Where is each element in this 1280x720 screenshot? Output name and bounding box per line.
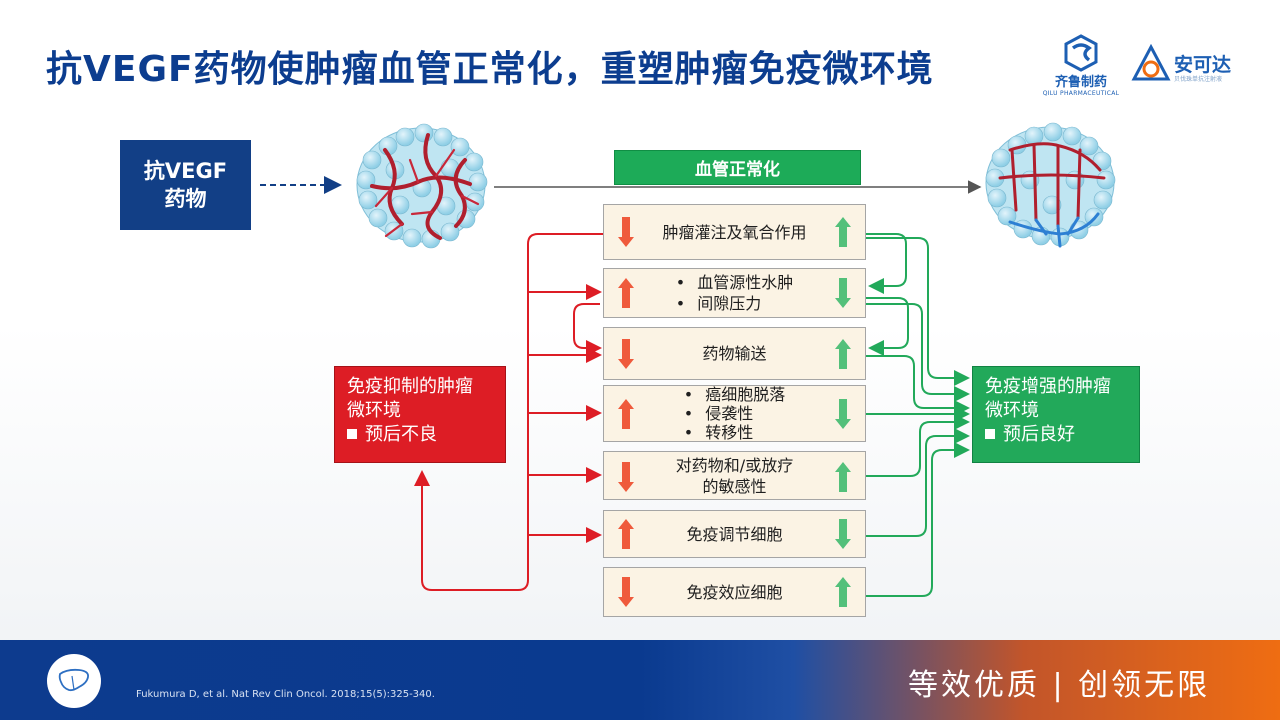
- green-up-arrow-icon: [835, 577, 851, 607]
- outcome-row: 预后不良: [347, 423, 493, 447]
- red-down-arrow-icon: [618, 577, 634, 607]
- footer-bar: [0, 640, 1280, 720]
- green-down-arrow-icon: [835, 278, 851, 308]
- footer-badge: [47, 654, 101, 708]
- red-connector-lines: [414, 233, 604, 591]
- side-box-line: 微环境: [985, 400, 1039, 421]
- normalized-tumor-vessels: [985, 122, 1116, 248]
- factor-bullet: 转移性: [684, 423, 785, 442]
- outcome-label: 预后良好: [1003, 424, 1075, 445]
- factor-bullets: 血管源性水肿 间隙压力: [676, 272, 793, 314]
- side-box-line: 微环境: [347, 400, 401, 421]
- side-box-line: 免疫增强的肿瘤: [985, 376, 1111, 397]
- green-down-arrow-icon: [835, 398, 851, 429]
- outcome-row: 预后良好: [985, 423, 1127, 447]
- factor-label: 的敏感性: [702, 476, 767, 496]
- green-up-arrow-icon: [835, 338, 851, 369]
- factor-label: 肿瘤灌注及氧合作用: [662, 222, 807, 242]
- liver-icon: [58, 668, 89, 692]
- immunosuppressive-microenvironment-box: 免疫抑制的肿瘤 微环境 预后不良: [334, 366, 506, 463]
- red-up-arrow-icon: [618, 278, 634, 308]
- factor-metastasis: 癌细胞脱落 侵袭性 转移性: [603, 385, 866, 442]
- page-title: 抗VEGF药物使肿瘤血管正常化，重塑肿瘤免疫微环境: [46, 49, 934, 90]
- red-up-arrow-icon: [618, 519, 634, 549]
- outcome-label: 预后不良: [365, 424, 437, 445]
- anti-vegf-drug-box: 抗VEGF 药物: [120, 140, 251, 230]
- qilu-logo: 齐鲁制药 QILU PHARMACEUTICAL: [1036, 34, 1126, 98]
- ankeda-logo: 安可达 贝伐珠单抗注射液: [1130, 44, 1250, 88]
- factor-bullets: 癌细胞脱落 侵袭性 转移性: [684, 385, 785, 442]
- factor-bullet: 血管源性水肿: [676, 272, 793, 293]
- square-bullet-icon: [985, 429, 995, 439]
- vessel-normalization-box: 血管正常化: [614, 150, 861, 185]
- factor-label: 免疫调节细胞: [686, 524, 783, 544]
- green-up-arrow-icon: [835, 462, 851, 492]
- red-down-arrow-icon: [618, 338, 634, 369]
- factor-edema-pressure: 血管源性水肿 间隙压力: [603, 268, 866, 318]
- qilu-logo-icon: [1064, 34, 1098, 72]
- disordered-tumor-vessels: [356, 123, 488, 249]
- factor-immune-effector-cells: 免疫效应细胞: [603, 567, 866, 617]
- factor-bullet: 癌细胞脱落: [684, 385, 785, 404]
- factor-perfusion-oxygenation: 肿瘤灌注及氧合作用: [603, 204, 866, 260]
- qilu-logo-name: 齐鲁制药: [1054, 75, 1107, 90]
- factor-bullet: 侵袭性: [684, 404, 785, 423]
- ankeda-logo-sub: 贝伐珠单抗注射液: [1174, 76, 1223, 83]
- vegf-normalization-diagram: 抗VEGF 药物 血管正常化 肿瘤灌注及氧合作用 血管源性水肿 间隙压力 药物输…: [0, 0, 1280, 640]
- immune-enhanced-microenvironment-box: 免疫增强的肿瘤 微环境 预后良好: [972, 366, 1140, 463]
- factor-bullet: 间隙压力: [676, 293, 793, 314]
- red-down-arrow-icon: [618, 462, 634, 492]
- connector-lines: [260, 122, 1116, 597]
- factor-sensitivity: 对药物和/或放疗 的敏感性: [603, 451, 866, 500]
- ankeda-logo-name: 安可达: [1174, 54, 1232, 76]
- qilu-logo-sub: QILU PHARMACEUTICAL: [1042, 90, 1120, 97]
- factor-label: 对药物和/或放疗: [675, 455, 794, 475]
- red-up-arrow-icon: [618, 398, 634, 429]
- factor-label: 药物输送: [702, 344, 767, 363]
- green-up-arrow-icon: [835, 217, 851, 247]
- ankeda-logo-icon: [1131, 44, 1171, 81]
- green-connector-lines: [866, 233, 970, 597]
- factor-immunoregulatory-cells: 免疫调节细胞: [603, 510, 866, 558]
- green-down-arrow-icon: [835, 519, 851, 549]
- factor-label: 免疫效应细胞: [686, 582, 783, 602]
- side-box-line: 免疫抑制的肿瘤: [347, 376, 473, 397]
- factor-drug-delivery: 药物输送: [603, 327, 866, 380]
- square-bullet-icon: [347, 429, 357, 439]
- citation-text: Fukumura D, et al. Nat Rev Clin Oncol. 2…: [136, 689, 435, 700]
- footer-slogan: 等效优质 | 创领无限: [908, 668, 1211, 703]
- red-down-arrow-icon: [618, 217, 634, 247]
